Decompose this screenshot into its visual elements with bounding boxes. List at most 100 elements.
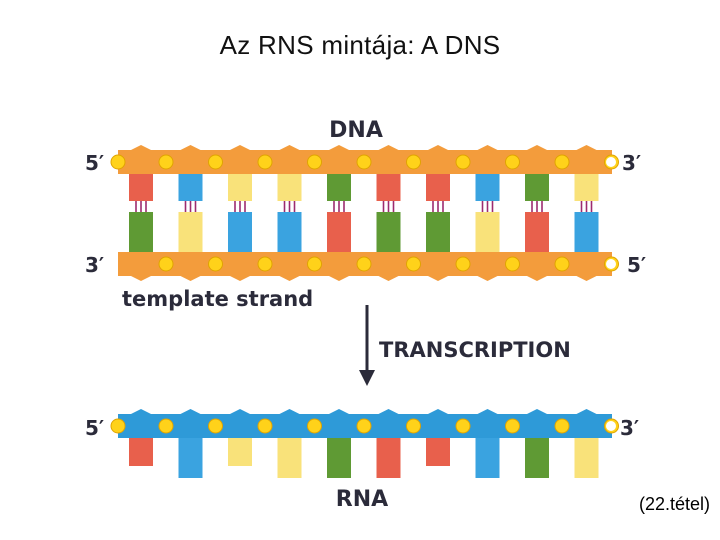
phosphate-dot bbox=[554, 256, 570, 272]
dna-bottom-backbone-notch bbox=[329, 276, 349, 281]
dna-bottom-backbone-notch bbox=[378, 276, 399, 281]
dna-top-left-end: 5′ bbox=[85, 151, 104, 175]
phosphate-dot bbox=[554, 418, 570, 434]
phosphate-dot bbox=[505, 256, 520, 272]
rna-backbone-notch bbox=[131, 409, 151, 414]
strand-end-cap bbox=[606, 259, 616, 269]
dna-top-base bbox=[426, 174, 450, 201]
slide-title: Az RNS mintája: A DNS bbox=[219, 30, 501, 60]
phosphate-dot bbox=[158, 418, 174, 434]
rna-base bbox=[426, 438, 450, 466]
strand-end-cap bbox=[606, 421, 616, 431]
dna-label: DNA bbox=[329, 118, 383, 143]
dna-bottom-backbone-notch bbox=[230, 276, 250, 281]
rna-base bbox=[376, 438, 401, 478]
dna-bottom-base bbox=[426, 212, 450, 252]
dna-top-backbone-notch bbox=[527, 145, 547, 150]
dna-bottom-backbone-notch bbox=[428, 276, 448, 281]
rna-backbone-notch bbox=[279, 409, 300, 414]
dna-bottom-backbone-notch bbox=[527, 276, 547, 281]
phosphate-dot bbox=[406, 154, 421, 170]
phosphate-dot bbox=[505, 154, 520, 170]
phosphate-dot bbox=[208, 256, 223, 272]
phosphate-dot bbox=[110, 418, 126, 434]
dna-bottom-base bbox=[228, 212, 252, 252]
rna-backbone-notch bbox=[576, 409, 597, 414]
dna-top-backbone-notch bbox=[576, 145, 597, 150]
dna-top-backbone-notch bbox=[329, 145, 349, 150]
phosphate-dot bbox=[307, 154, 322, 170]
rna-base bbox=[228, 438, 252, 466]
rna-backbone-notch bbox=[428, 409, 448, 414]
phosphate-dot bbox=[257, 418, 273, 434]
dna-bottom-backbone-notch bbox=[477, 276, 498, 281]
rna-right-end: 3′ bbox=[620, 416, 639, 440]
dna-top-backbone-notch bbox=[230, 145, 250, 150]
rna-base bbox=[475, 438, 500, 478]
phosphate-dot bbox=[554, 154, 570, 170]
rna-backbone-notch bbox=[477, 409, 498, 414]
rna-base bbox=[327, 438, 351, 478]
phosphate-dot bbox=[158, 256, 174, 272]
dna-top-backbone-notch bbox=[279, 145, 300, 150]
dna-bottom-base bbox=[376, 212, 401, 252]
dna-top-backbone-notch bbox=[378, 145, 399, 150]
strand-end-cap bbox=[606, 157, 616, 167]
dna-bottom-base bbox=[525, 212, 549, 252]
phosphate-dot bbox=[455, 418, 471, 434]
dna-top-base bbox=[277, 174, 302, 201]
rna-base bbox=[129, 438, 153, 466]
footnote: (22.tétel) bbox=[638, 494, 710, 514]
dna-bottom-left-end: 3′ bbox=[85, 253, 104, 277]
rna-base bbox=[574, 438, 599, 478]
dna-bottom-base bbox=[277, 212, 302, 252]
rna-backbone-notch bbox=[527, 409, 547, 414]
rna-base bbox=[178, 438, 203, 478]
phosphate-dot bbox=[356, 154, 372, 170]
transcription-arrow bbox=[359, 305, 375, 386]
dna-top-base bbox=[129, 174, 153, 201]
dna-top-backbone-notch bbox=[180, 145, 201, 150]
rna-backbone-notch bbox=[378, 409, 399, 414]
template-strand-label: template strand bbox=[122, 287, 313, 311]
dna-top-backbone-notch bbox=[428, 145, 448, 150]
phosphate-dot bbox=[307, 256, 322, 272]
dna-bottom-base bbox=[129, 212, 153, 252]
phosphate-dot bbox=[406, 256, 421, 272]
dna-bottom-base bbox=[475, 212, 500, 252]
phosphate-dot bbox=[455, 154, 471, 170]
dna-bottom-backbone-notch bbox=[576, 276, 597, 281]
dna-top-base bbox=[376, 174, 401, 201]
dna-top-base bbox=[327, 174, 351, 201]
phosphate-dot bbox=[208, 154, 223, 170]
dna-top-backbone-notch bbox=[131, 145, 151, 150]
phosphate-dot bbox=[208, 418, 223, 434]
rna-base bbox=[277, 438, 302, 478]
dna-top-base bbox=[525, 174, 549, 201]
dna-bottom-base bbox=[574, 212, 599, 252]
dna-top-base bbox=[475, 174, 500, 201]
phosphate-dot bbox=[356, 418, 372, 434]
dna-top-base bbox=[178, 174, 203, 201]
dna-bottom-backbone-notch bbox=[131, 276, 151, 281]
rna-backbone-notch bbox=[230, 409, 250, 414]
strand-group bbox=[110, 145, 619, 478]
phosphate-dot bbox=[257, 256, 273, 272]
phosphate-dot bbox=[505, 418, 520, 434]
rna-base bbox=[525, 438, 549, 478]
phosphate-dot bbox=[158, 154, 174, 170]
dna-top-base bbox=[574, 174, 599, 201]
rna-left-end: 5′ bbox=[85, 416, 104, 440]
dna-top-right-end: 3′ bbox=[622, 151, 641, 175]
phosphate-dot bbox=[110, 154, 126, 170]
phosphate-dot bbox=[455, 256, 471, 272]
phosphate-dot bbox=[307, 418, 322, 434]
rna-backbone-notch bbox=[180, 409, 201, 414]
phosphate-dot bbox=[356, 256, 372, 272]
dna-bottom-base bbox=[178, 212, 203, 252]
dna-top-backbone-notch bbox=[477, 145, 498, 150]
dna-bottom-backbone-notch bbox=[279, 276, 300, 281]
transcription-label: TRANSCRIPTION bbox=[379, 338, 571, 362]
dna-bottom-backbone-notch bbox=[180, 276, 201, 281]
